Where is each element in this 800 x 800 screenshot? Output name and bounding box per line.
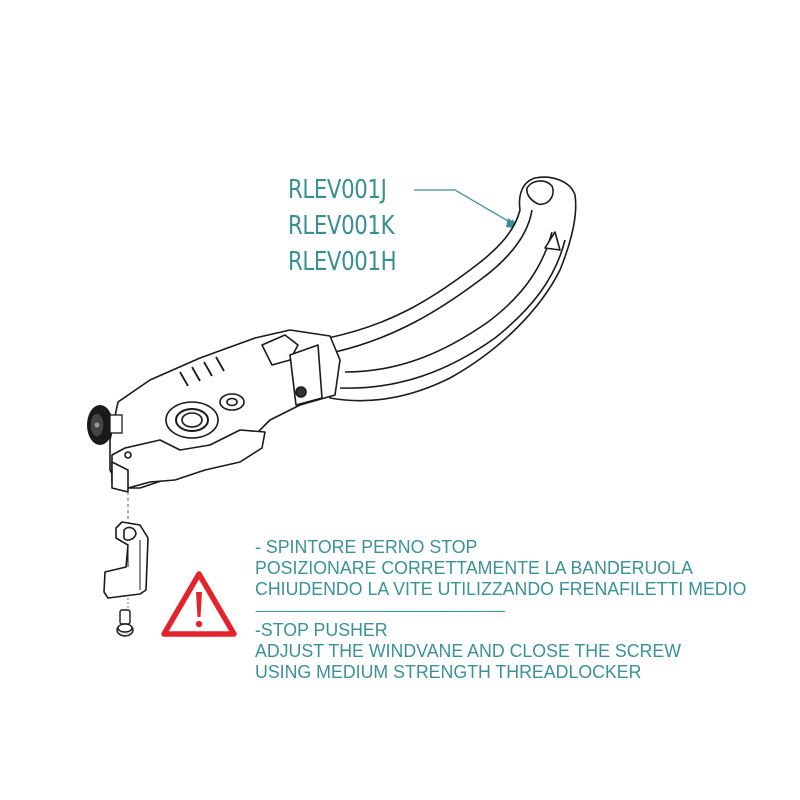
note-it-line2: CHIUDENDO LA VITE UTILIZZANDO FRENAFILET… bbox=[255, 578, 747, 599]
part-code: RLEV001H bbox=[288, 247, 397, 277]
part-code: RLEV001J bbox=[288, 175, 387, 205]
lever-body bbox=[109, 329, 341, 493]
warning-triangle-icon bbox=[161, 571, 237, 637]
adjuster-knob bbox=[87, 405, 123, 445]
part-code: RLEV001K bbox=[288, 211, 395, 241]
note-en-title: -STOP PUSHER bbox=[255, 619, 388, 640]
assembly-notes: - SPINTORE PERNO STOP POSIZIONARE CORRET… bbox=[255, 536, 767, 682]
note-separator: ----------------------------------------… bbox=[255, 602, 505, 618]
note-it-title: - SPINTORE PERNO STOP bbox=[255, 536, 478, 557]
part-codes-label: RLEV001J RLEV001K RLEV001H bbox=[288, 172, 397, 280]
note-en-line2: USING MEDIUM STRENGTH THREADLOCKER bbox=[255, 661, 642, 682]
lever-blade bbox=[327, 176, 577, 402]
leader-line bbox=[414, 189, 521, 229]
note-en-line1: ADJUST THE WINDVANE AND CLOSE THE SCREW bbox=[255, 640, 681, 661]
screw-part bbox=[116, 609, 134, 637]
note-it-line1: POSIZIONARE CORRETTAMENTE LA BANDERUOLA bbox=[255, 557, 693, 578]
stop-pusher-part bbox=[103, 521, 149, 599]
